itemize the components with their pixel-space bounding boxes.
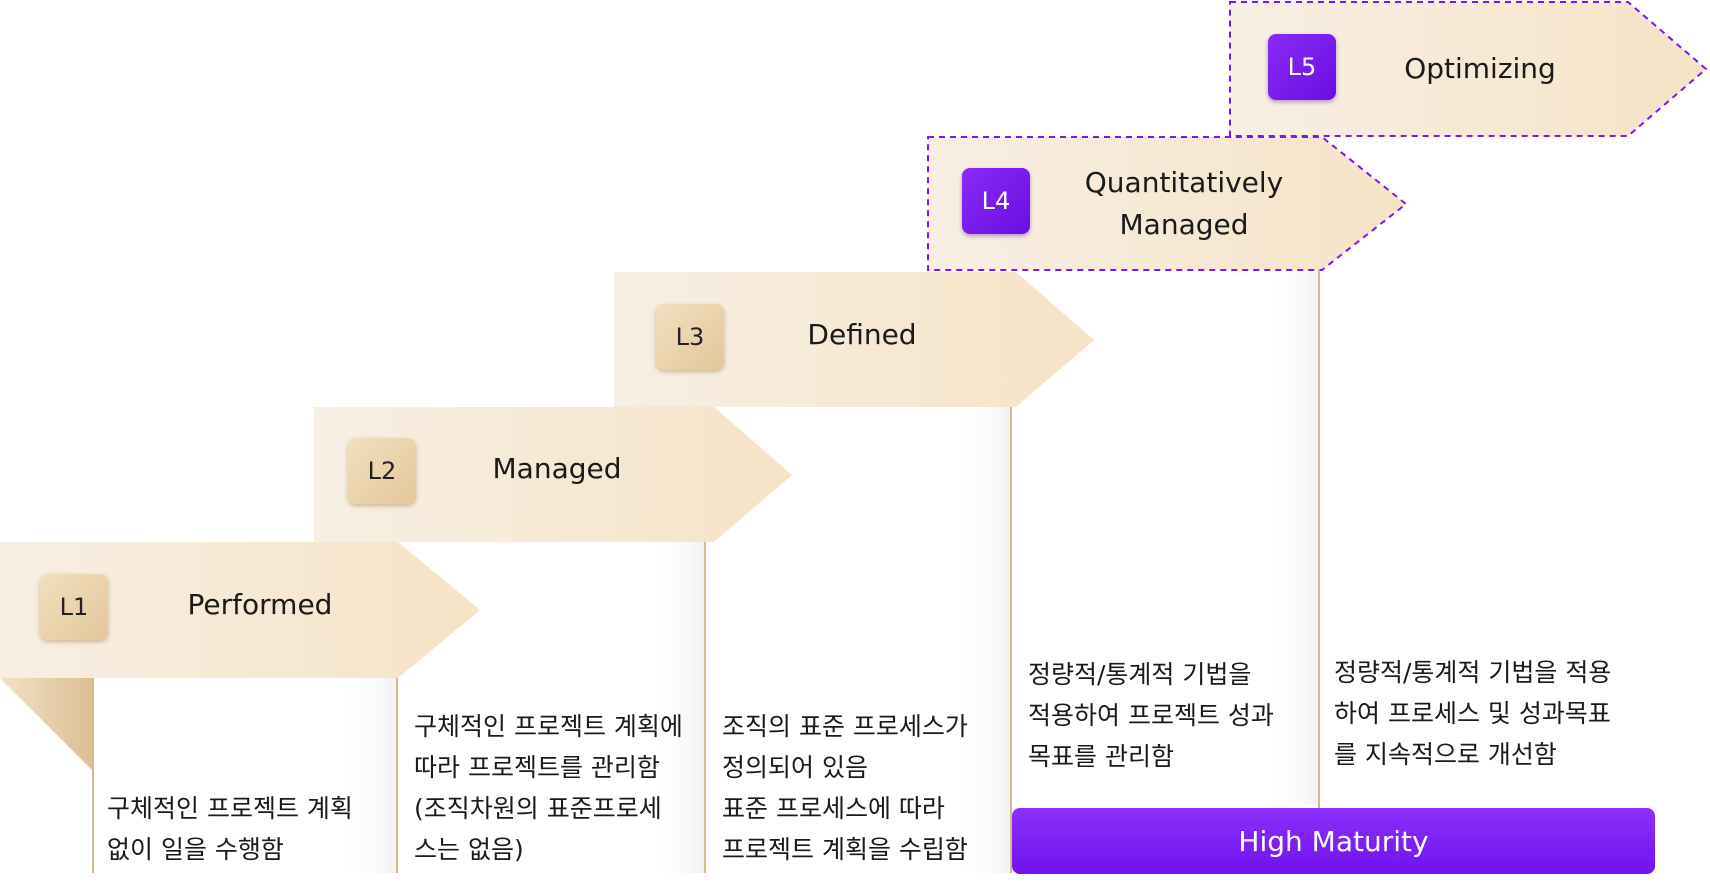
arrow-l4: [927, 136, 1408, 271]
description-l3: 조직의 표준 프로세스가 정의되어 있음 표준 프로세스에 따라 프로젝트 계획…: [722, 712, 968, 864]
badge-l2: L2: [348, 438, 416, 504]
description-l5: 정량적/통계적 기법을 적용 하여 프로세스 및 성과목표 를 지속적으로 개선…: [1334, 658, 1612, 769]
level-title-l3: Defined: [807, 318, 917, 351]
column-shade-3: [956, 407, 1012, 873]
high-maturity-bar: High Maturity: [1012, 808, 1655, 874]
description-l1: 구체적인 프로젝트 계획 없이 일을 수행함: [107, 794, 353, 864]
column-shade-4: [1262, 270, 1318, 805]
arrow-l1: [0, 542, 480, 678]
level-title-l5: Optimizing: [1404, 52, 1556, 85]
level-title-l2: Managed: [492, 452, 622, 485]
badge-l4: L4: [962, 168, 1030, 234]
l1-fold: [0, 678, 92, 770]
badge-l5: L5: [1268, 34, 1336, 100]
description-l4: 정량적/통계적 기법을 적용하여 프로젝트 성과 목표를 관리함: [1028, 660, 1274, 771]
column-shade-1: [340, 678, 396, 873]
arrow-l3: [614, 272, 1094, 407]
level-title-l4: Quantitatively Managed: [1084, 166, 1284, 241]
arrow-l5: [1229, 0, 1708, 137]
high-maturity-label: High Maturity: [1238, 824, 1429, 858]
level-title-l1: Performed: [187, 588, 333, 621]
description-l2: 구체적인 프로젝트 계획에 따라 프로젝트를 관리함 (조직차원의 표준프로세 …: [414, 712, 683, 864]
arrow-l2: [314, 407, 792, 542]
column-shade-2: [648, 542, 704, 873]
badge-l1: L1: [40, 574, 108, 640]
badge-l3: L3: [656, 304, 724, 370]
